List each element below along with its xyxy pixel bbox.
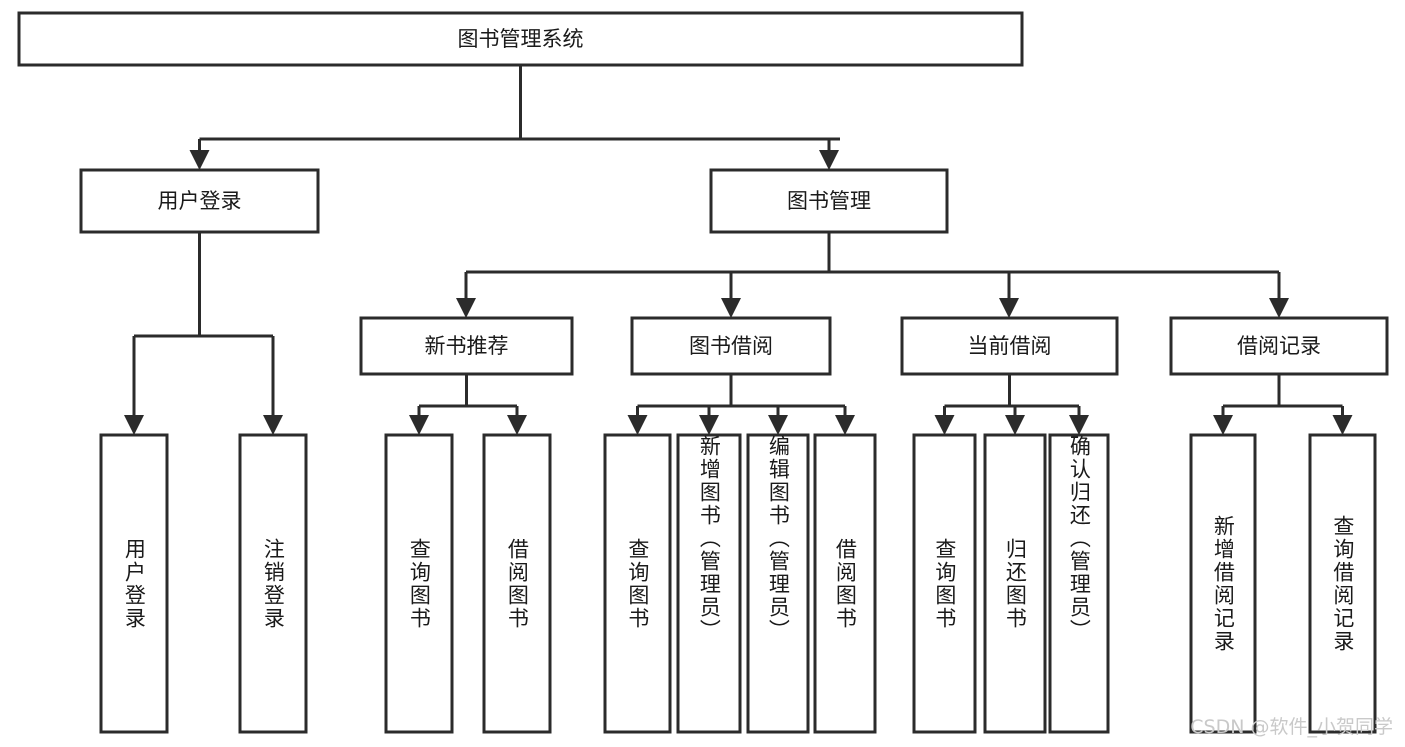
arrow-head-leaf-5 — [699, 415, 719, 435]
arrow-head-leaf-10 — [1069, 415, 1089, 435]
node-level3-0-box — [359, 316, 574, 376]
leaf-box-7[interactable] — [813, 433, 877, 734]
connector-newbook-to-leaves — [409, 374, 527, 435]
arrow-head-leaf-9 — [1005, 415, 1025, 435]
leaf-box-9[interactable] — [983, 433, 1047, 734]
node-level3-1[interactable]: 图书借阅 — [630, 316, 832, 376]
node-root-box — [17, 11, 1024, 67]
leaf-box-8[interactable] — [912, 433, 977, 734]
leaf-box-4[interactable] — [603, 433, 672, 734]
leaf-boxes — [99, 433, 1377, 734]
node-level3-1-label: 图书借阅 — [689, 334, 773, 358]
node-level2-0[interactable]: 用户登录 — [79, 168, 320, 234]
arrow-head-leaf-7 — [835, 415, 855, 435]
leaf-box-0[interactable] — [99, 433, 169, 734]
leaf-box-3[interactable] — [482, 433, 552, 734]
connector-userlogin-to-leaves — [124, 232, 283, 435]
connector-bookmgmt-to-level3 — [456, 232, 1289, 318]
node-level2-0-label: 用户登录 — [158, 189, 242, 213]
leaf-box-10[interactable] — [1048, 433, 1110, 734]
arrow-head-level3-0 — [456, 298, 476, 318]
node-level3-0[interactable]: 新书推荐 — [359, 316, 574, 376]
leaf-box-1[interactable] — [238, 433, 308, 734]
arrow-head-leaf-0 — [124, 415, 144, 435]
leaf-box-12[interactable] — [1308, 433, 1377, 734]
node-root[interactable]: 图书管理系统 — [17, 11, 1024, 67]
arrow-head-leaf-8 — [934, 415, 955, 435]
arrow-head-leaf-2 — [409, 415, 429, 435]
node-level2-0-box — [79, 168, 320, 234]
arrow-head-leaf-1 — [263, 415, 283, 435]
leaf-box-11[interactable] — [1189, 433, 1257, 734]
arrow-head-leaf-11 — [1213, 415, 1233, 435]
arrow-head-level3-2 — [999, 298, 1019, 318]
arrow-head-leaf-12 — [1332, 415, 1353, 435]
connector-borrow-to-leaves — [627, 374, 855, 435]
node-level3-2[interactable]: 当前借阅 — [900, 316, 1119, 376]
connector-records-to-leaves — [1213, 374, 1353, 435]
node-level3-3[interactable]: 借阅记录 — [1169, 316, 1389, 376]
bus-mask — [840, 136, 1249, 142]
node-level3-2-box — [900, 316, 1119, 376]
arrow-head-level3-1 — [721, 298, 741, 318]
arrow-head-book-mgmt — [819, 150, 839, 170]
node-level3-3-label: 借阅记录 — [1237, 334, 1321, 358]
connector-root-to-level2 — [189, 65, 1249, 170]
arrow-head-level3-3 — [1269, 298, 1289, 318]
node-level2-1-label: 图书管理 — [787, 189, 871, 213]
arrow-head-leaf-4 — [627, 415, 648, 435]
node-level3-0-label: 新书推荐 — [425, 334, 509, 358]
connector-current-to-leaves — [934, 374, 1089, 435]
arrow-head-leaf-6 — [768, 415, 788, 435]
node-root-label: 图书管理系统 — [458, 27, 584, 51]
leaf-box-6[interactable] — [746, 433, 810, 734]
leaf-box-5[interactable] — [676, 433, 742, 734]
arrow-head-leaf-3 — [507, 415, 527, 435]
leaf-box-2[interactable] — [384, 433, 454, 734]
arrow-head-user-login — [189, 150, 210, 170]
node-level2-1[interactable]: 图书管理 — [709, 168, 949, 234]
node-level3-2-label: 当前借阅 — [968, 334, 1052, 358]
